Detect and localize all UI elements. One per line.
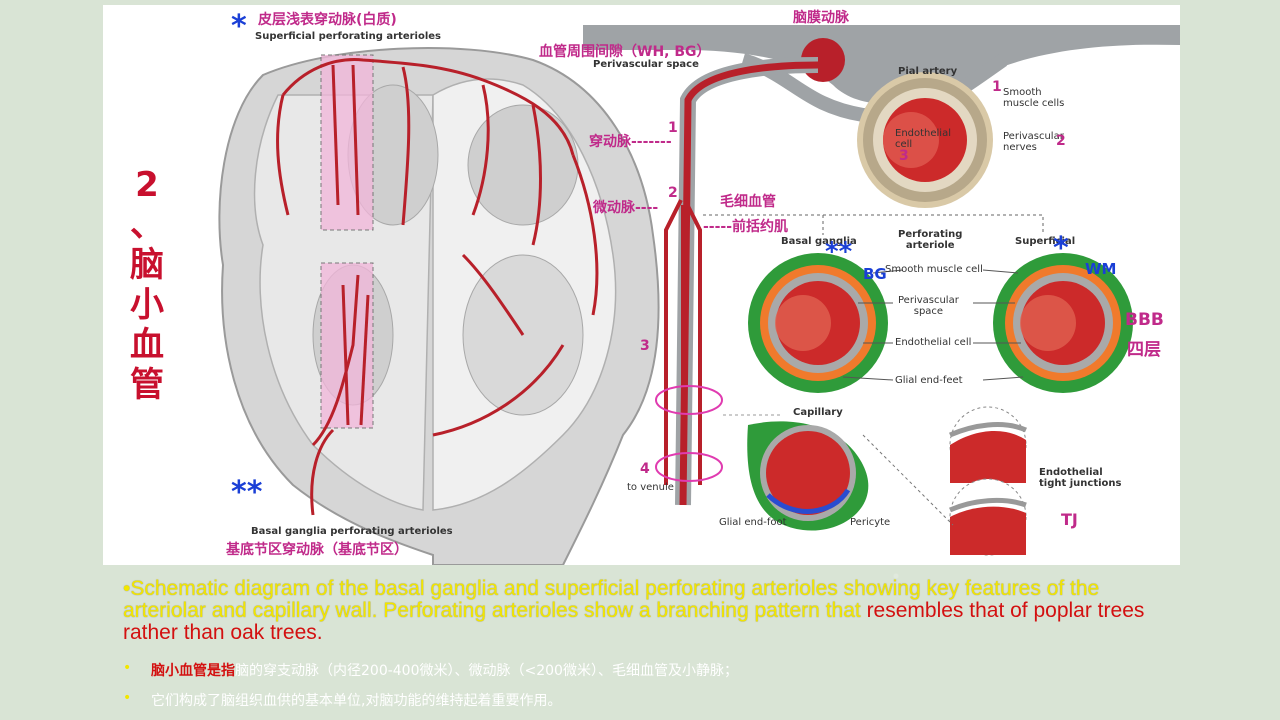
bullet-list: • 脑小血管是指脑的穿支动脉（内径200-400微米）、微动脉（<200微米）、… [123, 660, 1223, 720]
pial-artery-title: Pial artery [898, 66, 958, 77]
smooth-muscle-cell-label: Smooth muscle cell [885, 264, 983, 275]
superficial-title: Superficial [1015, 236, 1076, 247]
bg-double-star: ** [825, 237, 853, 267]
title-char: 小 [130, 285, 164, 325]
perivascular-label-cn: 血管周围间隙（WH, BG） [539, 44, 711, 60]
sphincter-label: -----前括约肌 [703, 219, 789, 235]
pial-cross-section [857, 72, 993, 208]
single-star-marker: * [231, 9, 247, 44]
bullet-text: 它们构成了脑组织血供的基本单位,对脑功能的维持起着重要作用。 [151, 693, 562, 709]
vessel-number-4: 4 [640, 461, 650, 477]
bullet-highlight: 脑小血管是指 [151, 663, 235, 679]
bg-label: BG [863, 265, 887, 283]
diagram-artwork [218, 25, 1180, 565]
basal-ganglia-label-en: Basal ganglia perforating arterioles [251, 526, 453, 537]
diagram-panel: 2 、 脑 小 血 管 * 皮层浅表穿动脉(白质) Superficial pe… [103, 5, 1180, 565]
title-char: 脑 [130, 245, 164, 285]
brain-section [218, 47, 660, 565]
capillary-label-en: Capillary [793, 407, 843, 418]
pial-artery-label-cn: 脑膜动脉 [793, 10, 849, 26]
bullet-text: 脑的穿支动脉（内径200-400微米）、微动脉（<200微米）、毛细血管及小静脉… [235, 663, 738, 679]
title-char: 、 [130, 205, 164, 245]
capillary-section [747, 406, 1027, 556]
title-char: 管 [130, 365, 164, 405]
tight-junctions-label: Endothelial tight junctions [1039, 467, 1122, 489]
superficial-label-en: Superficial perforating arterioles [255, 31, 441, 42]
caption-part2: resembles that of poplar trees rather th… [123, 599, 1145, 644]
pericyte-label: Pericyte [850, 517, 891, 528]
perivascular-label-en: Perivascular space [593, 59, 699, 70]
title-char: 2 [135, 165, 159, 205]
endothelial-label: Endothelial cell [895, 128, 951, 150]
capillary-label-cn: 毛细血管 [720, 194, 776, 210]
perforating-arteriole-title: Perforating arteriole [898, 229, 963, 251]
vessel-number-3: 3 [640, 338, 650, 354]
endothelial-cell-label: Endothelial cell [895, 337, 972, 348]
glial-end-foot-label: Glial end-foot [719, 517, 787, 528]
smooth-muscle-label: Smooth muscle cells [1003, 87, 1065, 109]
bullet-item: • 脑小血管是指脑的穿支动脉（内径200-400微米）、微动脉（<200微米）、… [123, 660, 1223, 680]
to-venule-label: to venule [627, 482, 674, 493]
basal-ganglia-title: Basal ganglia [781, 236, 857, 247]
bullet-marker: • [123, 690, 132, 706]
bullet-marker: • [123, 660, 132, 676]
tj-label: TJ [1061, 510, 1078, 529]
glial-end-feet-label: Glial end-feet [895, 375, 963, 386]
caption: •Schematic diagram of the basal ganglia … [123, 578, 1153, 644]
double-star-marker: ** [231, 475, 263, 510]
perivascular-space-label: Perivascular space [898, 295, 959, 317]
basal-ganglia-section [748, 253, 888, 393]
vertical-title: 2 、 脑 小 血 管 [123, 165, 171, 405]
bbb-label: BBB [1125, 310, 1164, 330]
superficial-label-cn: 皮层浅表穿动脉(白质) [258, 12, 397, 28]
bullet-item: • 它们构成了脑组织血供的基本单位,对脑功能的维持起着重要作用。 [123, 690, 1223, 710]
wm-single-star: * [1053, 231, 1069, 266]
perforating-cross-sections [748, 253, 1133, 393]
vessel-number-1: 1 [668, 120, 678, 136]
superficial-section [993, 253, 1133, 393]
basal-ganglia-label-cn: 基底节区穿动脉（基底节区） [226, 542, 408, 558]
arteriole-label: 微动脉---- [593, 200, 659, 216]
pial-number-3: 3 [899, 148, 909, 164]
title-char: 血 [130, 325, 164, 365]
four-layers-label: 四层 [1127, 340, 1161, 360]
pial-number-1: 1 [992, 79, 1002, 95]
caption-part1: •Schematic diagram of the basal ganglia … [123, 577, 1100, 622]
wm-label: WM [1085, 260, 1117, 278]
pial-number-2: 2 [1056, 133, 1066, 149]
vessel-number-2: 2 [668, 185, 678, 201]
perivascular-nerves-label: Perivascular nerves [1003, 131, 1064, 153]
penetrating-arteriole-label: 穿动脉------- [589, 134, 672, 150]
